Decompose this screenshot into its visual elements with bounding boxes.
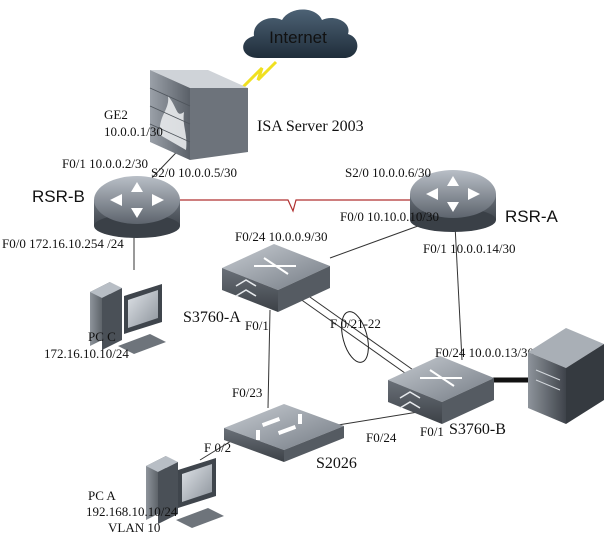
s3760-a-f01: F0/1 — [245, 318, 269, 333]
s2026-f02: F 0/2 — [204, 440, 231, 455]
firewall-ge2-ip: 10.0.0.1/30 — [104, 124, 163, 139]
pc-c-label: PC C — [88, 329, 116, 344]
pc-c: PC C 172.16.10.10/24 — [44, 282, 166, 361]
pc-a: PC A 192.168.10.10/24 VLAN 10 — [86, 456, 224, 535]
port-channel-ellipse — [341, 311, 369, 363]
pc-a-vlan: VLAN 10 — [108, 520, 160, 535]
rsr-a-s20: S2/0 10.0.0.6/30 — [345, 165, 431, 180]
switch-icon — [222, 244, 330, 312]
router-rsr-a: RSR-A S2/0 10.0.0.6/30 F0/0 10.10.0.10/3… — [340, 165, 559, 256]
rsr-b-label: RSR-B — [32, 187, 85, 206]
link-s2026-s3760b — [337, 411, 419, 426]
switch-icon — [388, 356, 494, 424]
pc-a-label: PC A — [88, 488, 116, 503]
switch-s3760-a: S3760-A F0/24 10.0.0.9/30 F0/1 F 0/21-22 — [183, 229, 381, 333]
pc-a-ip: 192.168.10.10/24 — [86, 504, 178, 519]
rsr-a-label: RSR-A — [505, 207, 559, 226]
switch-icon — [224, 404, 344, 462]
s3760-b-f01: F0/1 — [420, 424, 444, 439]
s3760-b-f024: F0/24 10.0.0.13/30 — [435, 345, 534, 360]
s2026-label: S2026 — [316, 455, 357, 472]
firewall-icon — [149, 70, 248, 160]
switch-s3760-b: S3760-B F0/24 10.0.0.13/30 F0/1 — [388, 345, 534, 439]
firewall-label: ISA Server 2003 — [257, 118, 364, 135]
internet-cloud: Internet — [243, 9, 358, 58]
s3760-a-f024: F0/24 10.0.0.9/30 — [235, 229, 327, 244]
link-rsra-s3760b — [454, 224, 463, 361]
lightning-icon — [236, 60, 278, 94]
s2026-f024: F0/24 — [366, 430, 397, 445]
computer-icon — [90, 282, 166, 354]
rsr-b-f01: F0/1 10.0.0.2/30 — [62, 156, 148, 171]
s3760-a-f021-22: F 0/21-22 — [330, 316, 381, 331]
rsr-a-f01: F0/1 10.0.0.14/30 — [423, 241, 515, 256]
links — [133, 60, 530, 461]
s3760-a-label: S3760-A — [183, 309, 241, 326]
internet-label: Internet — [269, 28, 327, 47]
link-serial-rsrb-rsra — [180, 199, 420, 213]
server-device — [528, 328, 604, 424]
cloud-icon — [243, 9, 358, 58]
s3760-b-label: S3760-B — [449, 421, 506, 438]
firewall-ge2-port: GE2 — [104, 107, 128, 122]
rsr-a-f00: F0/0 10.10.0.10/30 — [340, 209, 439, 224]
link-s3760a-s3760b-1 — [299, 289, 417, 373]
computer-icon — [146, 456, 224, 528]
server-icon — [528, 328, 604, 424]
link-s3760a-s3760b-2 — [295, 295, 413, 379]
switch-s2026: S2026 F0/23 F 0/2 F0/24 — [204, 385, 397, 472]
router-rsr-b: RSR-B F0/1 10.0.0.2/30 S2/0 10.0.0.5/30 … — [2, 156, 237, 251]
router-icon — [94, 176, 180, 238]
rsr-b-f00: F0/0 172.16.10.254 /24 — [2, 236, 124, 251]
firewall-device: ISA Server 2003 GE2 10.0.0.1/30 — [104, 70, 364, 160]
link-s3760a-s2026 — [267, 309, 271, 409]
router-icon — [410, 170, 496, 232]
rsr-b-s20: S2/0 10.0.0.5/30 — [151, 165, 237, 180]
pc-c-ip: 172.16.10.10/24 — [44, 346, 129, 361]
s2026-f023: F0/23 — [232, 385, 262, 400]
